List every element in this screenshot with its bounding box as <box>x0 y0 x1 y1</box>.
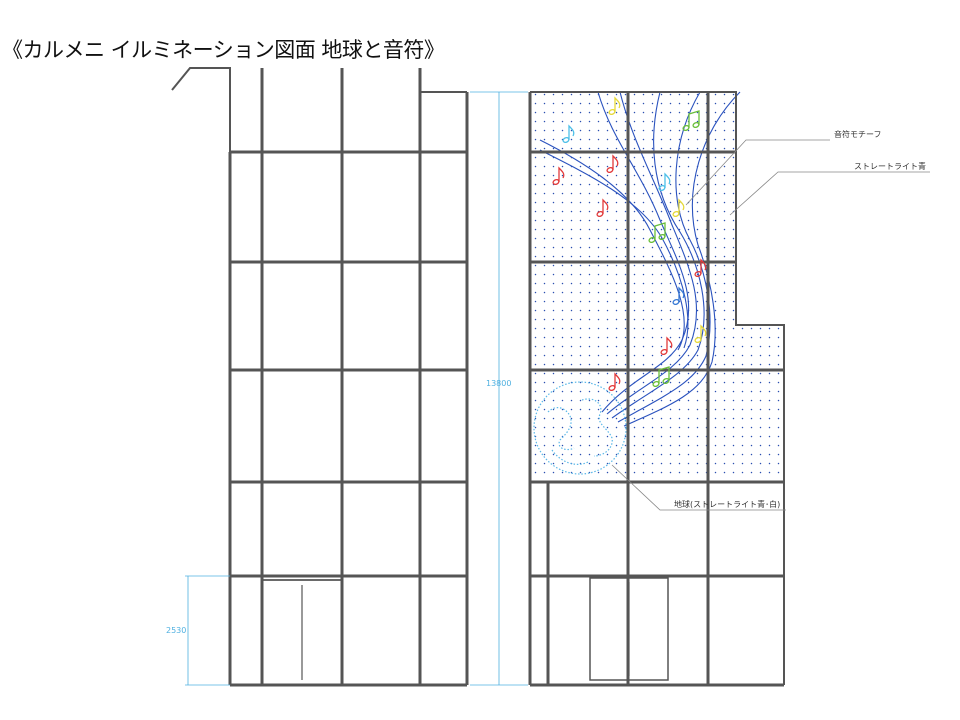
note-motif-label: 音符モチーフ <box>834 129 882 139</box>
right-entrance-door <box>589 577 669 681</box>
dimension-lines <box>185 91 528 686</box>
door-dimension-label: 2530 <box>166 626 186 635</box>
drawing-title: 《カルメニ イルミネーション図面 地球と音符》 <box>2 38 445 62</box>
music-note-icon <box>652 366 670 388</box>
music-note-icon <box>648 222 666 244</box>
annotation-leaders <box>611 139 930 511</box>
music-note-icon <box>606 154 619 174</box>
music-note-icon <box>694 324 707 344</box>
right-elevation <box>528 91 930 687</box>
music-note-icon <box>562 124 575 144</box>
straight-light-label: ストレートライト青 <box>854 161 926 171</box>
music-note-icon <box>552 166 565 186</box>
earth-globe <box>533 381 627 475</box>
earth-label: 地球(ストレートライト青･白) <box>674 499 780 509</box>
music-note-icon <box>608 96 621 116</box>
music-note-icon <box>596 198 609 218</box>
left-elevation <box>171 67 469 687</box>
music-note-icon <box>682 110 700 132</box>
music-note-icon <box>694 258 707 278</box>
height-dimension-label: 13800 <box>486 379 511 388</box>
right-frame-grid <box>528 91 785 687</box>
music-note-icon <box>608 372 621 392</box>
roof-leader-line <box>171 67 231 152</box>
music-note-icon <box>672 286 685 306</box>
music-notes <box>552 96 707 392</box>
music-note-icon <box>658 172 671 192</box>
music-note-icon <box>672 198 685 218</box>
music-note-icon <box>660 336 673 356</box>
